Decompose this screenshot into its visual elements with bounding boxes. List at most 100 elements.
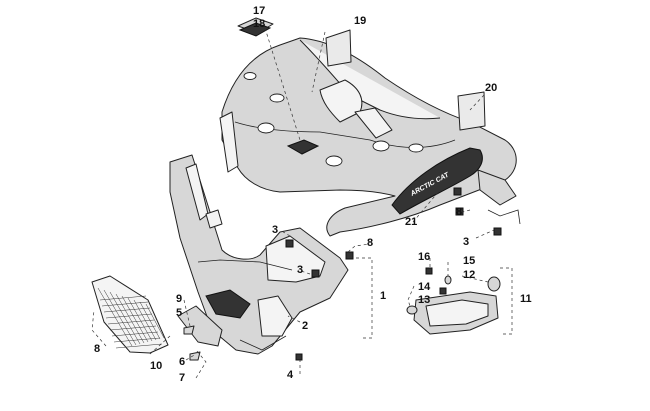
callout-6: 6 (179, 356, 185, 368)
mount-bracket (487, 209, 521, 225)
leader (185, 353, 197, 361)
washer-6 (189, 351, 201, 361)
leader (287, 315, 301, 323)
screw-3 (493, 227, 502, 236)
headlight-socket (406, 305, 418, 315)
bumper-grille-opening (205, 289, 251, 319)
cover-plate-seal (238, 22, 272, 37)
leader (149, 335, 171, 355)
grille-mesh-line (115, 293, 145, 344)
headlight-assembly (406, 291, 499, 335)
mount-hole (408, 143, 424, 153)
bulb-15 (444, 275, 452, 285)
fender-vent (354, 107, 393, 139)
callout-17: 17 (253, 5, 265, 17)
grille-mesh (97, 287, 165, 349)
leader (183, 299, 191, 327)
grille-mesh-line (109, 291, 141, 345)
callout-8: 8 (94, 343, 100, 355)
callout-1: 1 (380, 290, 386, 302)
grille-mesh-line (107, 319, 155, 325)
callout-4: 4 (287, 369, 294, 381)
headlight-lens (425, 299, 489, 327)
grille-mesh-line (103, 289, 137, 346)
screw-4 (295, 353, 303, 361)
callout-2: 2 (302, 320, 308, 332)
callout-13: 13 (418, 294, 430, 306)
bumper-crease (197, 259, 293, 271)
screw-3 (311, 269, 320, 278)
callout-9: 9 (176, 293, 182, 305)
access-cover (237, 17, 274, 37)
front-fender-panel: ARCTIC CAT (219, 37, 521, 237)
leader (311, 31, 326, 93)
leader (500, 267, 513, 335)
grille-mesh-line (109, 325, 157, 331)
bulb-13 (439, 287, 447, 295)
screw-3 (285, 239, 294, 248)
leader (455, 209, 471, 215)
callout-8: 8 (367, 237, 373, 249)
leader (356, 257, 373, 339)
callout-3: 3 (272, 224, 278, 236)
nut-9 (183, 325, 195, 335)
callout-3: 3 (463, 236, 469, 248)
grille-mesh-line (103, 307, 151, 313)
grille-mesh-line (105, 313, 153, 319)
bumper-tab (205, 209, 223, 229)
callout-7: 7 (179, 372, 185, 384)
grille (91, 275, 169, 354)
bumper-chin (239, 335, 287, 351)
mount-hole (257, 122, 275, 134)
arctic-cat-decal (391, 147, 483, 215)
front-bumper-panel (169, 154, 349, 355)
mount-hole (269, 93, 285, 103)
leader (264, 27, 301, 141)
callout-3: 3 (297, 264, 303, 276)
grille-mesh-line (121, 295, 149, 343)
callout-14: 14 (418, 281, 431, 293)
grille-mesh-line (113, 337, 161, 343)
leader (407, 285, 415, 307)
mount-hole (325, 155, 343, 167)
leader (279, 229, 291, 237)
grille-mesh-line (139, 301, 161, 340)
grille-mesh-line (127, 297, 153, 342)
bulb-16 (425, 267, 433, 275)
leader-lines (91, 27, 513, 379)
grille-frame (91, 275, 169, 354)
reflector (177, 305, 223, 347)
clip-8 (455, 207, 464, 216)
callout-10: 10 (150, 360, 162, 372)
fender-recess (286, 139, 320, 155)
label-decal-19 (325, 29, 352, 67)
callout-11: 11 (520, 293, 532, 305)
grille-mesh-line (111, 331, 159, 337)
label-decal-20 (457, 91, 486, 131)
callout-labels: 17 18 19 20 21 8 3 3 3 8 1 2 4 9 5 6 7 1… (94, 5, 532, 384)
callout-18: 18 (253, 18, 265, 30)
mount-hole (243, 72, 257, 80)
leader (475, 229, 495, 239)
fender-shell (221, 37, 517, 237)
mount-hole (372, 140, 390, 152)
callout-21: 21 (405, 216, 417, 228)
fender-mount-tab (477, 169, 517, 206)
bulb-12 (487, 276, 501, 292)
grille-mesh-line (115, 343, 163, 349)
clip-8 (453, 187, 462, 196)
leader (461, 275, 489, 283)
fender-side-skirt (219, 111, 239, 173)
clip-8 (345, 251, 354, 260)
grille-mesh-line (133, 299, 157, 341)
leader (412, 189, 441, 223)
callout-15: 15 (463, 255, 475, 267)
callout-20: 20 (485, 82, 497, 94)
callout-16: 16 (418, 251, 430, 263)
leader (297, 269, 311, 275)
leader (347, 243, 371, 253)
leader (91, 309, 107, 347)
callout-8: 8 (456, 206, 462, 218)
